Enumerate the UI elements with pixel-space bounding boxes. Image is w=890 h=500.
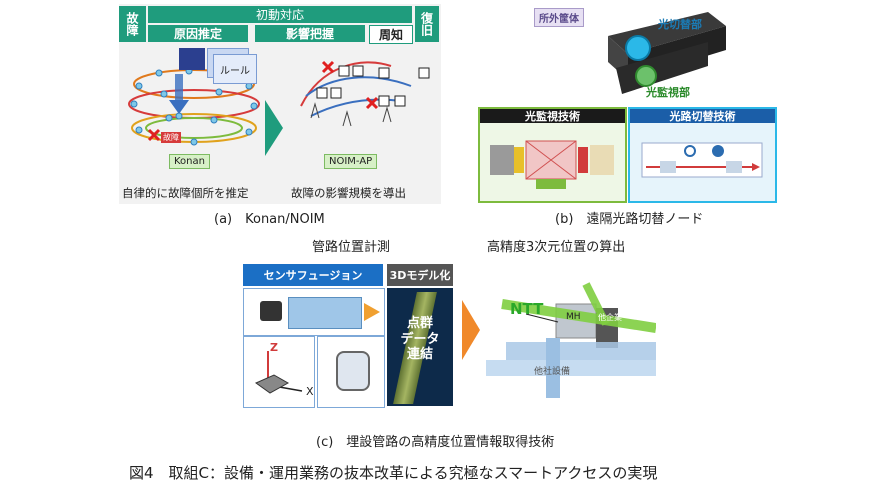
precise-pos-title: 高精度3次元位置の算出 [487, 240, 626, 255]
scan-image [288, 297, 362, 329]
notification-bar: 周知 [369, 25, 413, 44]
imu-box: Z X [243, 336, 315, 408]
network-graph-icon [179, 48, 205, 70]
optical-monitor-part-label: 光監視部 [646, 86, 690, 99]
point-cloud-text: 点群 データ 連結 [400, 316, 440, 363]
monitor-tech-illustration [490, 140, 614, 189]
orange-arrow-big [462, 300, 480, 360]
enclosure-label: 所外筐体 [534, 8, 584, 27]
panel-b: 所外筐体 光切替部 光監視部 光監視技術 光路切替技術 [478, 4, 778, 204]
caption-c: (c) 埋設管路の高精度位置情報取得技術 [316, 435, 555, 450]
desc-left: 自律的に故障個所を推定 [122, 186, 249, 200]
network-diagram-right [300, 60, 430, 127]
sensor-row [243, 288, 385, 336]
other-facility-label: 他社設備 [534, 367, 571, 377]
fault-marker: 故障 [161, 132, 181, 143]
point-cloud-panel: 点群 データ 連結 [387, 288, 453, 406]
enclosure-device [608, 12, 726, 94]
panel-c-right: NTT MH 他企業 他社設備 [486, 264, 656, 407]
desc-right: 故障の影響規模を導出 [291, 186, 406, 200]
pipe-measure-title: 管路位置計測 [312, 240, 391, 255]
recovery-phase: 復旧 [415, 6, 439, 42]
orange-arrow-small [364, 303, 380, 321]
panel-a: 故障 初動対応 原因推定 影響把握 周知 復旧 ルール 故障 Konan 自律的… [119, 4, 441, 204]
cause-estimation-bar: 原因推定 [148, 25, 248, 42]
caption-b: (b) 遠隔光路切替ノード [555, 212, 704, 227]
impact-grasp-bar: 影響把握 [255, 25, 365, 42]
monitor-tech-title: 光監視技術 [480, 109, 625, 123]
sensor-fusion-band: センサフュージョン [243, 264, 383, 286]
rule-icon-stack: ルール [197, 48, 257, 88]
imu-illustration [254, 351, 303, 394]
gyro-box [317, 336, 385, 408]
ntt-label: NTT [510, 300, 544, 318]
axis-x: X [306, 385, 314, 398]
axis-z: Z [270, 341, 278, 354]
mh-label: MH [566, 312, 581, 322]
other-road-label: 他企業 [598, 313, 622, 322]
optical-switch-part-label: 光切替部 [658, 18, 702, 31]
initial-response-bar: 初動対応 [148, 6, 412, 23]
noim-ap-tag: NOIM-AP [324, 154, 378, 169]
underground-model [486, 282, 656, 398]
camera-sensor [260, 301, 282, 321]
konan-tag: Konan [169, 154, 210, 169]
teal-arrow-a [265, 100, 283, 156]
switch-tech-box: 光路切替技術 [628, 107, 777, 203]
fault-phase: 故障 [119, 6, 146, 42]
switch-tech-title: 光路切替技術 [630, 109, 775, 123]
caption-a: (a) Konan/NOIM [214, 212, 325, 227]
figure-title: 図4 取組C：設備・運用業務の抜本改革による究極なスマートアクセスの実現 [129, 464, 658, 482]
switch-tech-illustration [641, 142, 763, 178]
panel-c-left: センサフュージョン 3Dモデル化 Z X 点群 データ 連結 [243, 264, 456, 408]
model-3d-band: 3Dモデル化 [387, 264, 453, 286]
monitor-tech-box: 光監視技術 [478, 107, 627, 203]
network-diagram-left [128, 67, 260, 146]
gyro-device [336, 351, 370, 391]
